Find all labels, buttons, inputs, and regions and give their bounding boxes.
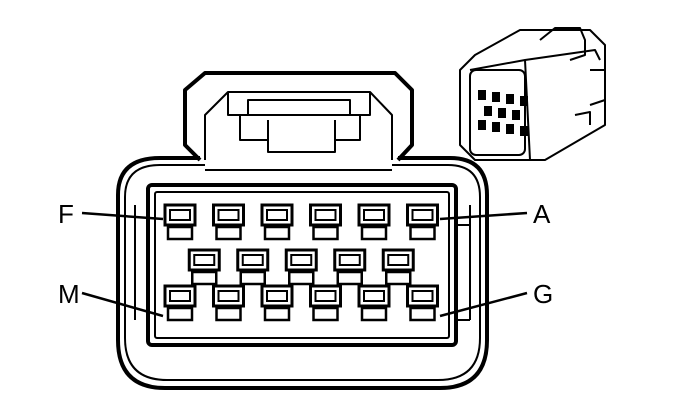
pin-cavity-bottom-2 <box>212 284 245 322</box>
pin-cavity-top-2 <box>212 203 245 241</box>
pin-cavity-middle-3 <box>284 248 318 286</box>
iso-pin-grid <box>478 90 528 136</box>
pin-cavity-top-5 <box>357 203 391 241</box>
pin-cavity-middle-1 <box>187 248 221 286</box>
leader-line-g <box>439 291 528 318</box>
pin-cavity-top-4 <box>309 203 342 241</box>
leader-line-a <box>439 211 528 221</box>
label-m: M <box>58 279 80 309</box>
pin-cavity-middle-4 <box>333 248 367 286</box>
connector-face <box>116 71 489 390</box>
pin-cavity-top-1 <box>163 203 197 241</box>
pin-cavity-middle-2 <box>236 248 270 286</box>
connector-isometric-view <box>459 27 606 161</box>
leader-line-m <box>81 291 164 318</box>
pin-cavities <box>163 203 439 322</box>
label-f: F <box>58 199 74 229</box>
leader-lines <box>81 211 528 318</box>
pin-cavity-bottom-3 <box>260 284 294 322</box>
label-g: G <box>533 279 553 309</box>
pin-cavity-bottom-6 <box>406 284 439 322</box>
pin-cavity-top-6 <box>406 203 439 241</box>
pin-cavity-bottom-1 <box>163 284 197 322</box>
pin-cavity-middle-5 <box>381 248 415 286</box>
pin-cavity-bottom-4 <box>309 284 342 322</box>
pin-cavity-top-3 <box>260 203 294 241</box>
label-a: A <box>533 199 551 229</box>
pin-cavity-bottom-5 <box>357 284 391 322</box>
leader-line-f <box>81 211 164 221</box>
